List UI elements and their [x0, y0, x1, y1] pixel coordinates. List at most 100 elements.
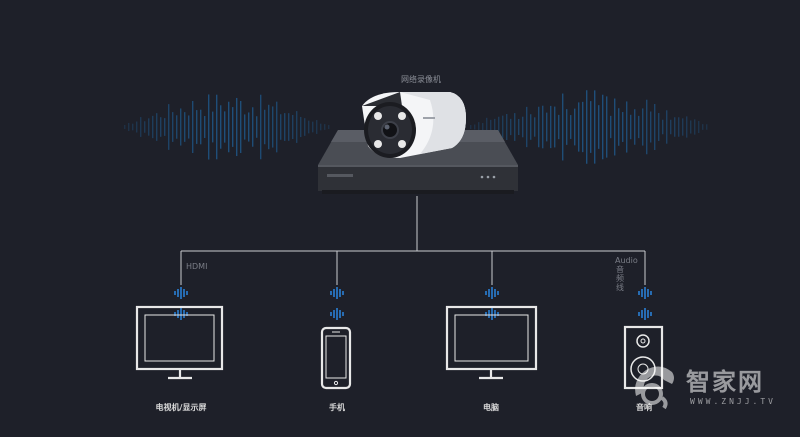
- device-label-tv: 电视机/显示屏: [155, 403, 207, 412]
- sound-wave-bar: [538, 106, 540, 148]
- sound-wave-bar: [518, 118, 520, 136]
- sound-wave-bar: [276, 101, 278, 153]
- sound-wave-bar: [550, 105, 552, 149]
- sound-wave-bar: [208, 94, 210, 160]
- signal-bar: [485, 291, 487, 295]
- sound-wave-bar: [686, 116, 688, 138]
- signal-bar: [647, 289, 649, 297]
- sound-wave-bar: [140, 117, 142, 137]
- sound-wave-bar: [188, 115, 190, 139]
- signal-bar: [491, 308, 493, 320]
- sound-wave-bar: [176, 115, 178, 139]
- sound-wave-bar: [630, 114, 632, 140]
- sound-wave-bar: [132, 123, 134, 131]
- nvr-led: [486, 175, 490, 179]
- ir-led-icon: [374, 140, 382, 148]
- sound-wave-bar: [670, 119, 672, 135]
- nvr-title-label: 网络录像机: [401, 75, 441, 84]
- signal-bar: [186, 291, 188, 295]
- sound-wave-bar: [320, 123, 322, 131]
- ir-led-icon: [398, 140, 406, 148]
- sound-wave-bar: [486, 117, 488, 137]
- sound-wave-bar: [586, 90, 588, 164]
- sound-wave-bar: [240, 100, 242, 154]
- sound-wave-bar: [594, 90, 596, 164]
- sound-wave-bar: [124, 125, 126, 129]
- sound-wave-bar: [316, 120, 318, 134]
- watermark: 智家网 WWW.ZNJJ.TV: [626, 356, 796, 416]
- signal-bar: [494, 310, 496, 318]
- sound-wave-bar: [228, 101, 230, 153]
- watermark-logo-icon: [635, 366, 674, 410]
- sound-wave-bar: [312, 121, 314, 133]
- sound-wave-bar: [698, 120, 700, 134]
- sound-wave-bar: [220, 105, 222, 149]
- sound-wave-bar: [304, 118, 306, 136]
- nvr-brand-mark: [327, 174, 353, 177]
- sound-wave-bar: [236, 97, 238, 157]
- sound-wave-bar: [196, 110, 198, 144]
- sound-wave-bar: [184, 112, 186, 142]
- signal-bar: [174, 312, 176, 316]
- sound-wave-bar: [614, 98, 616, 156]
- sound-wave-bar: [280, 114, 282, 140]
- sound-wave-bar: [288, 113, 290, 141]
- device-label-computer: 电脑: [483, 403, 499, 412]
- sound-wave-bar: [136, 121, 138, 133]
- sound-wave-bar: [634, 109, 636, 145]
- sound-wave-bar: [522, 116, 524, 138]
- signal-bar: [339, 289, 341, 297]
- signal-bar: [641, 310, 643, 318]
- device-label-phone: 手机: [329, 403, 345, 412]
- sound-wave-bar: [478, 122, 480, 132]
- sound-wave-bar: [662, 119, 664, 135]
- sound-wave-bar: [224, 111, 226, 143]
- sound-wave-bar: [626, 101, 628, 153]
- sound-wave-bar: [494, 118, 496, 136]
- sound-wave-bar: [566, 109, 568, 145]
- signal-bar: [638, 291, 640, 295]
- sound-wave-bar: [264, 109, 266, 145]
- sound-wave-bar: [152, 115, 154, 139]
- signal-bar: [330, 291, 332, 295]
- sound-wave-bar: [324, 124, 326, 130]
- sound-wave-bar: [490, 119, 492, 135]
- bullet-camera: [362, 92, 466, 158]
- sound-wave-bar: [328, 125, 330, 129]
- tv-monitor-icon: [135, 305, 224, 380]
- sound-wave-bar: [666, 110, 668, 144]
- sound-wave-bar: [192, 100, 194, 154]
- camera-brand-mark: [423, 117, 435, 119]
- device-label-speaker: 音响: [636, 403, 652, 412]
- sound-wave-bar: [296, 111, 298, 143]
- sound-wave-bar: [172, 112, 174, 142]
- sound-wave-bar: [706, 124, 708, 130]
- signal-bar: [644, 287, 646, 299]
- sound-wave-bar: [650, 111, 652, 143]
- signal-bar: [333, 289, 335, 297]
- sound-wave-bar: [284, 113, 286, 141]
- signal-bar: [491, 287, 493, 299]
- signal-bar: [647, 310, 649, 318]
- sound-wave-bar: [530, 114, 532, 140]
- sound-wave-bar: [678, 117, 680, 137]
- sound-wave-bar: [232, 107, 234, 147]
- watermark-url: WWW.ZNJJ.TV: [690, 397, 776, 406]
- sound-wave-bar: [554, 106, 556, 148]
- signal-bar: [494, 289, 496, 297]
- computer-icon: [445, 305, 538, 380]
- signal-bar: [497, 312, 499, 316]
- sound-wave-bar: [578, 102, 580, 152]
- sound-wave-bar: [562, 93, 564, 161]
- signal-bar: [336, 308, 338, 320]
- sound-wave-bar: [300, 116, 302, 138]
- sound-wave-bar: [690, 120, 692, 134]
- sound-wave-bar: [534, 117, 536, 137]
- sound-wave-bar: [470, 125, 472, 129]
- sound-wave-bar: [160, 117, 162, 137]
- signal-bar: [180, 308, 182, 320]
- signal-bar: [641, 289, 643, 297]
- sound-wave-bar: [546, 112, 548, 142]
- sound-wave-bar: [204, 116, 206, 138]
- signal-icons: [174, 287, 652, 320]
